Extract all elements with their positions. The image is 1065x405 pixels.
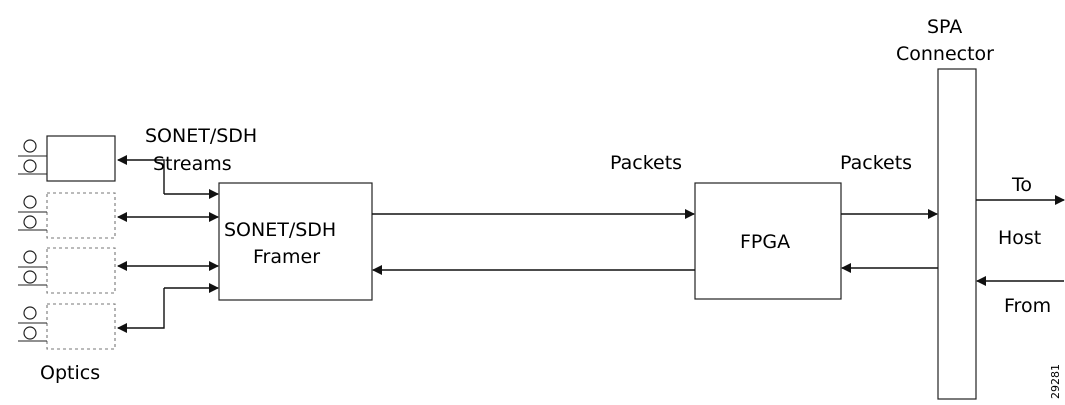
- framer-label-line-1: SONET/SDH: [224, 219, 336, 241]
- optics-port-2-lower-circle: [23, 215, 37, 229]
- optics-label: Optics: [40, 362, 100, 384]
- framer-label-line-2: Framer: [253, 246, 320, 268]
- sonet-sdh-streams-title: SONET/SDH: [145, 125, 257, 147]
- spa-connector-block: [937, 68, 977, 400]
- optics-port-2-box: [46, 192, 116, 239]
- connector-label: Connector: [896, 43, 994, 65]
- optics-port-2-upper-circle: [23, 195, 37, 209]
- optics-port-3-box: [46, 247, 116, 294]
- optics-port-4-upper-circle: [23, 306, 37, 320]
- optics-to-framer-link-4: [117, 288, 165, 333]
- optics-port-3: [18, 247, 116, 294]
- optics-port-1: [18, 135, 116, 182]
- packets-right-label: Packets: [840, 152, 912, 174]
- optics-port-3-lower-circle: [23, 270, 37, 284]
- optics-port-2: [18, 192, 116, 239]
- optics-port-1-box: [46, 135, 116, 182]
- to-label: To: [1011, 174, 1032, 196]
- optics-port-1-upper-circle: [23, 139, 37, 153]
- streams-label: Streams: [153, 153, 232, 175]
- framer-block: [218, 182, 373, 301]
- optics-port-4-lower-circle: [23, 326, 37, 340]
- spa-label: SPA: [927, 16, 962, 38]
- optics-port-4-box: [46, 303, 116, 350]
- optics-port-1-lower-circle: [23, 159, 37, 173]
- optics-port-3-upper-circle: [23, 250, 37, 264]
- fpga-block: [694, 182, 842, 300]
- host-label: Host: [998, 227, 1041, 249]
- packets-left-label: Packets: [610, 152, 682, 174]
- figure-id-label: 29281: [1049, 364, 1062, 399]
- optics-port-4: [18, 303, 116, 350]
- optics-to-framer-link-1: [117, 155, 165, 194]
- from-label: From: [1004, 295, 1051, 317]
- fpga-label: FPGA: [740, 231, 790, 253]
